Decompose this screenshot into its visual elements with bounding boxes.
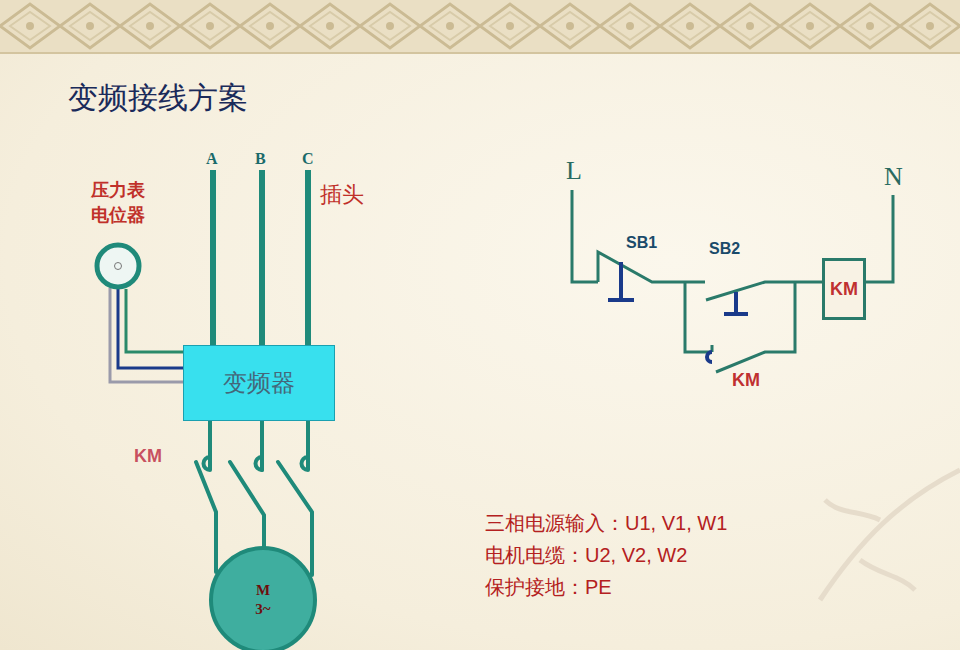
motor-circle: M 3~ <box>208 545 318 650</box>
signal-wire <box>118 289 183 368</box>
decor-branch <box>820 470 960 600</box>
note-text: 三相电源输入：U1, V1, W1 <box>485 510 727 537</box>
contact-label: KM <box>134 446 162 467</box>
contactor-coil: KM <box>822 258 866 320</box>
control-wires <box>572 190 893 372</box>
terminal-label: N <box>884 162 903 192</box>
supply-lines <box>213 170 308 345</box>
contact-label: KM <box>732 370 760 391</box>
decor-band <box>0 0 960 52</box>
phase-label: A <box>206 150 218 168</box>
potentiometer-gauge: 压力表 电位器 <box>80 178 156 290</box>
signal-wire <box>110 288 183 382</box>
button-label: SB1 <box>626 234 657 252</box>
plug-label: 插头 <box>320 180 364 210</box>
terminal-label: L <box>566 156 582 186</box>
push-buttons <box>608 262 748 362</box>
node-text: 压力表 电位器 <box>87 178 148 228</box>
phase-label: B <box>255 150 266 168</box>
slide-title: 变频接线方案 <box>68 80 248 116</box>
inverter-box: 变频器 <box>183 345 335 421</box>
band-edge <box>0 52 960 54</box>
button-label: SB2 <box>709 240 740 258</box>
signal-wire <box>126 289 183 352</box>
node-text: 变频器 <box>223 368 295 398</box>
phase-label: C <box>302 150 314 168</box>
decor-pattern <box>0 0 960 52</box>
note-text: 保护接地：PE <box>485 574 612 601</box>
node-text: KM <box>830 278 858 301</box>
motor-lead <box>230 421 264 548</box>
node-text: M 3~ <box>248 581 278 619</box>
gauge-symbol <box>80 242 156 290</box>
note-text: 电机电缆：U2, V2, W2 <box>485 542 687 569</box>
